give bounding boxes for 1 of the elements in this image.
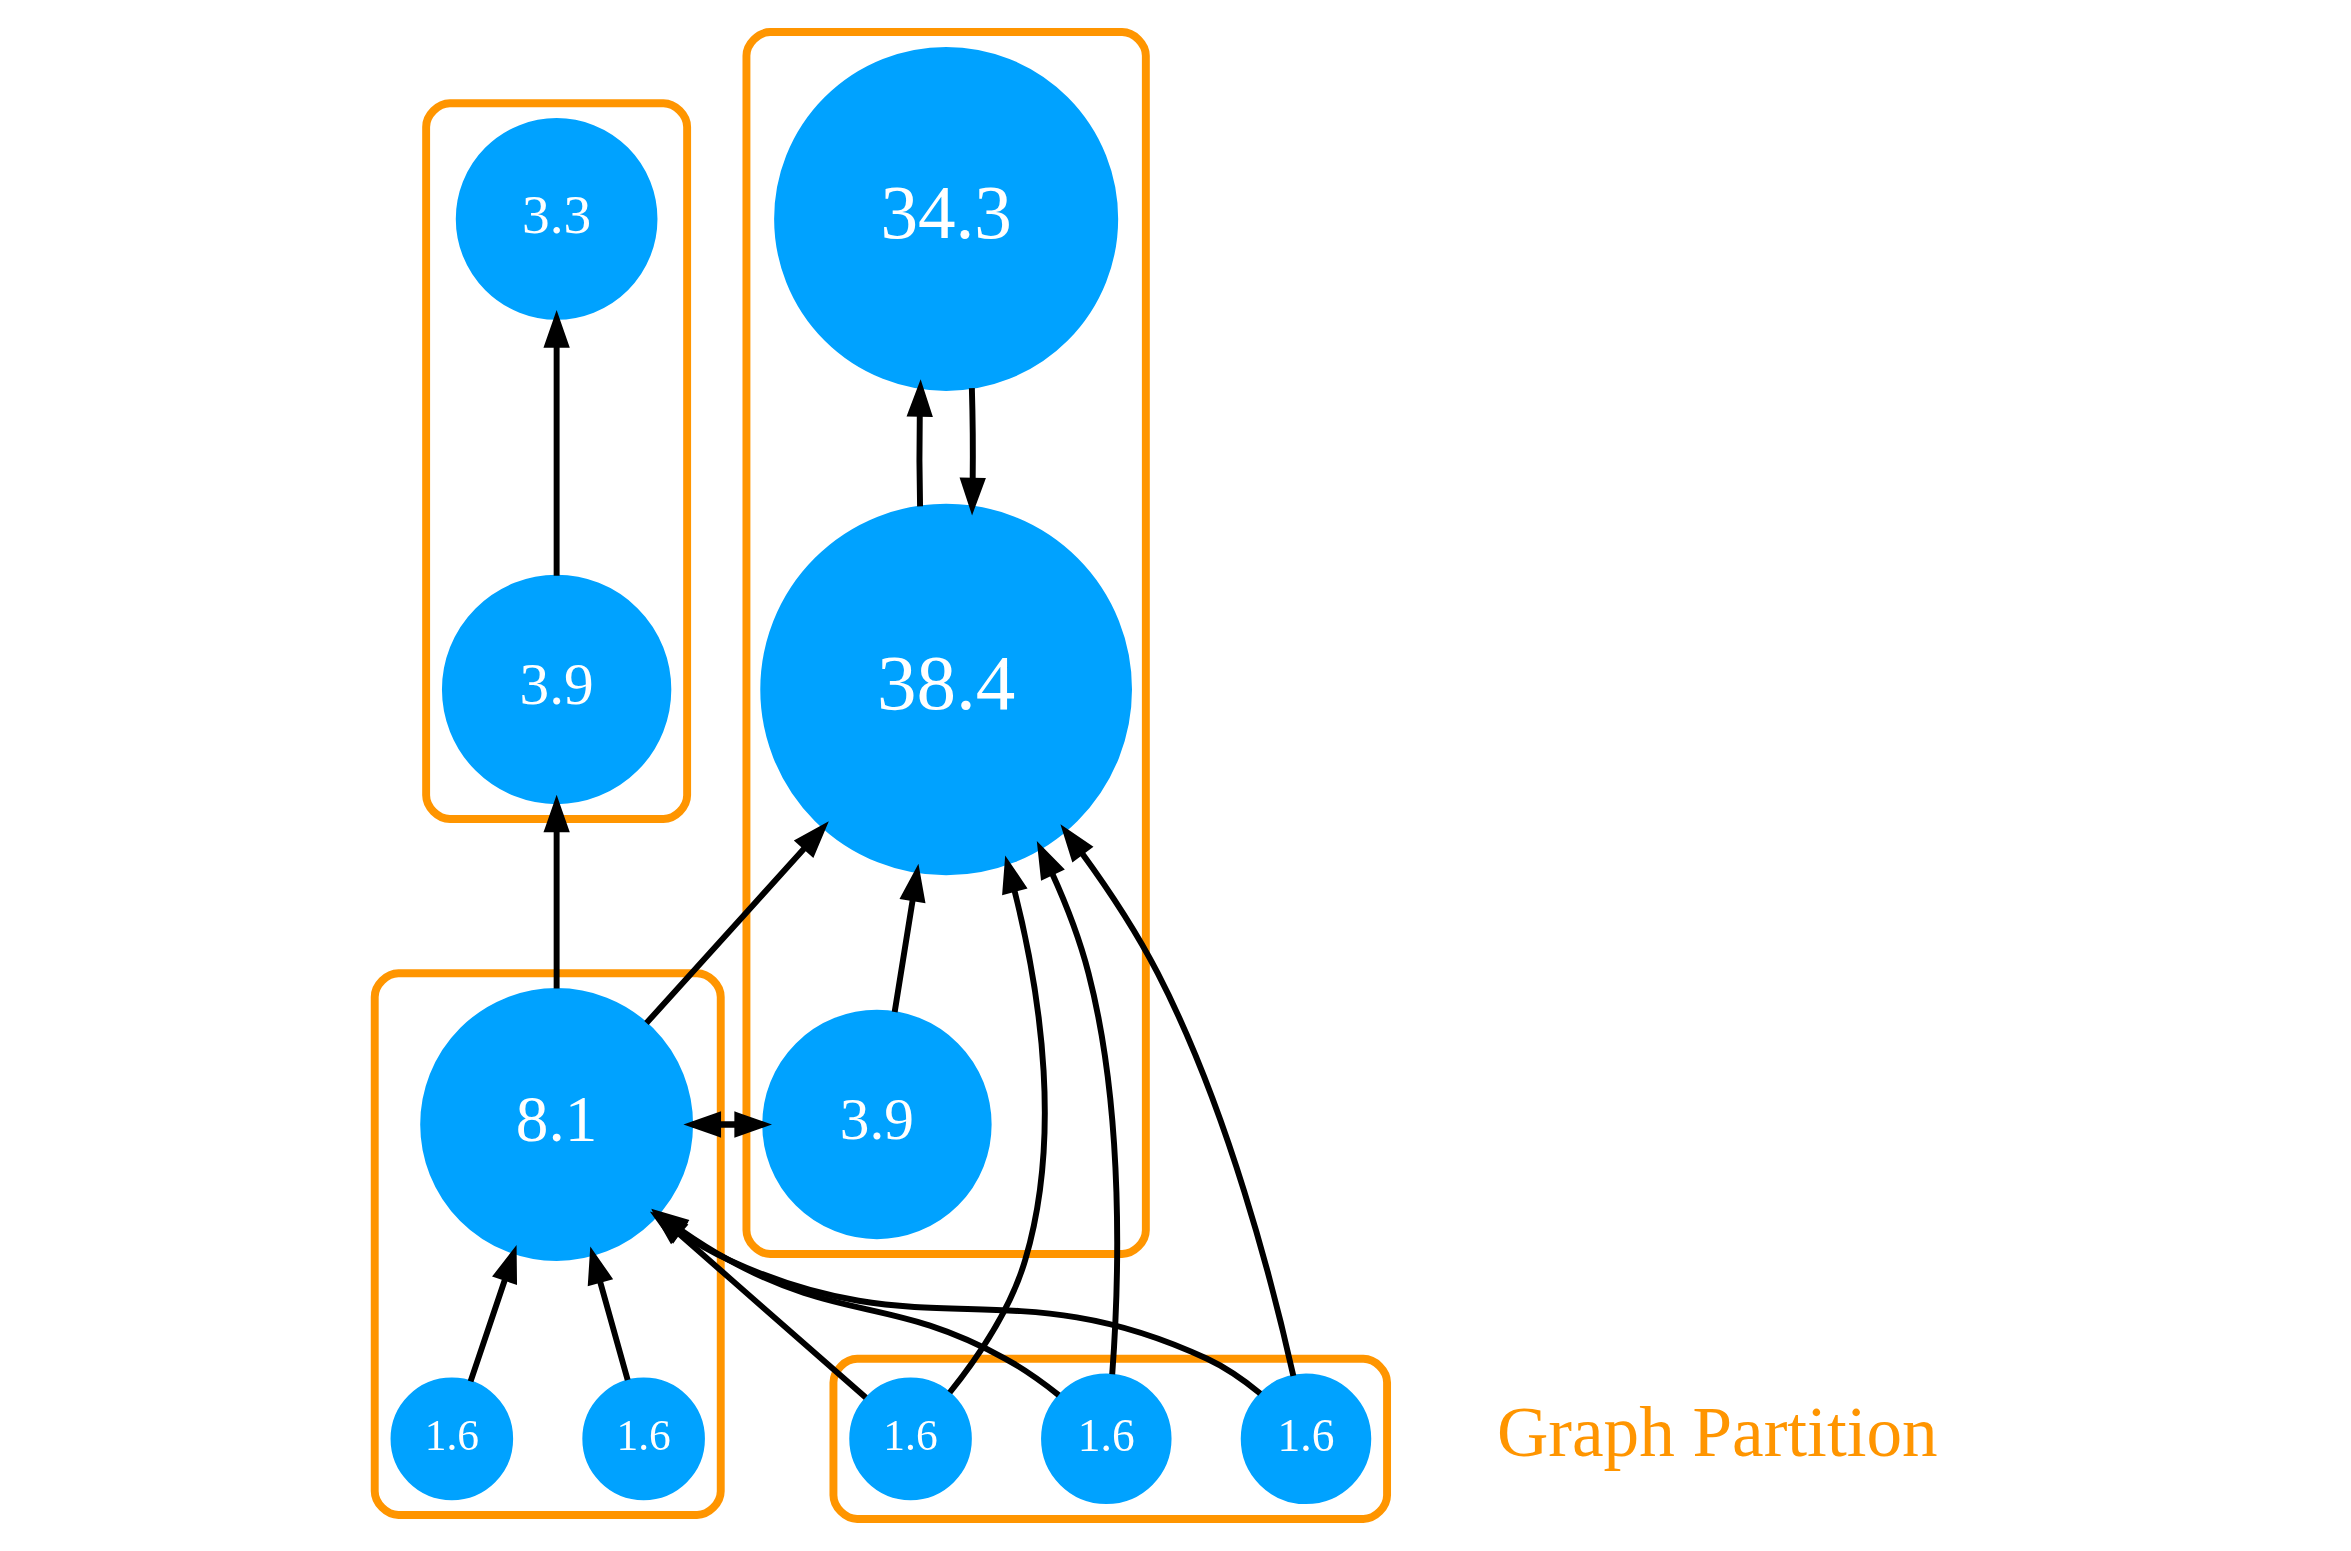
label: Graph Partition xyxy=(1496,1393,1938,1472)
